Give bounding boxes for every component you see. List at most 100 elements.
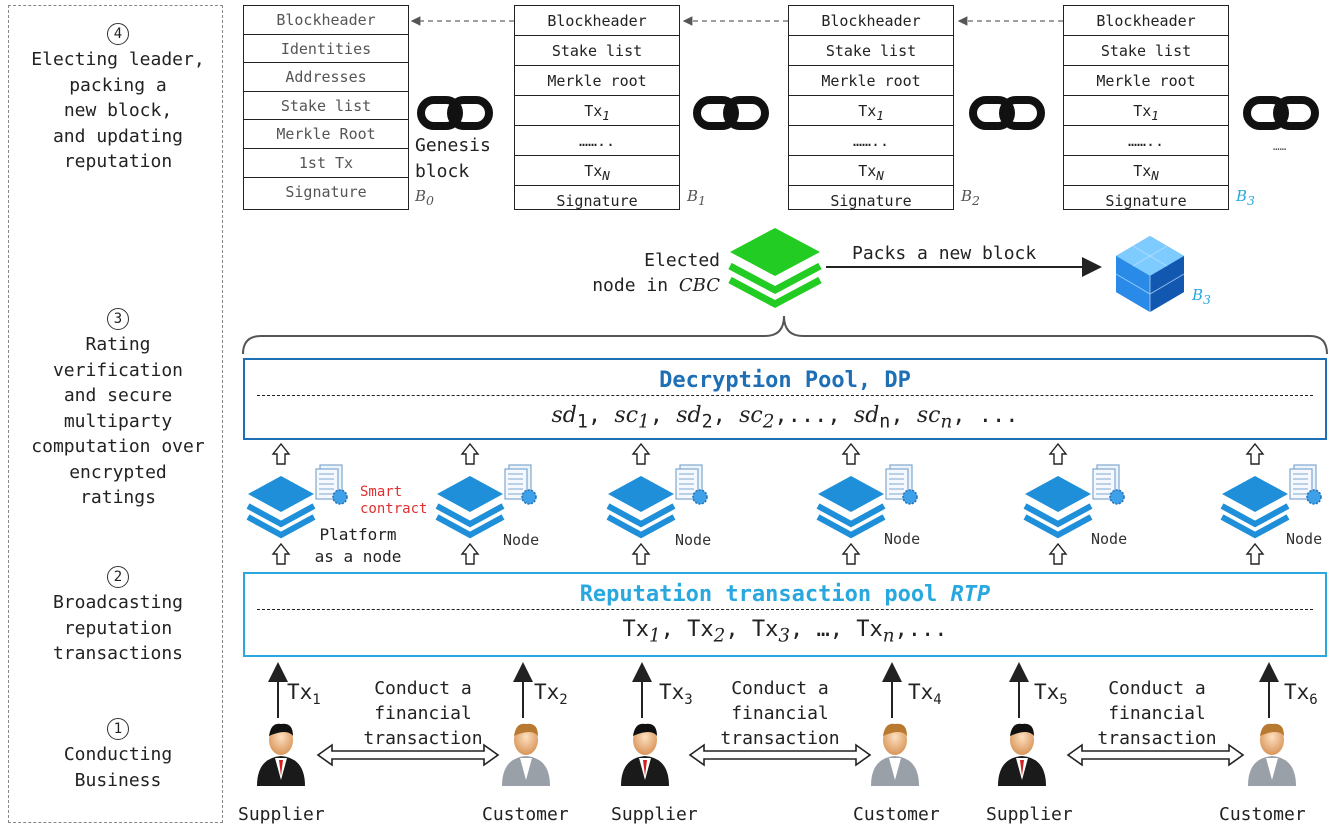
node-label: Node — [1286, 530, 1323, 548]
double-arrow-icon — [688, 743, 872, 767]
person-label: Supplier — [611, 804, 698, 825]
block-row: Signature — [285, 182, 367, 201]
block-row: Tx1 — [515, 96, 679, 126]
up-arrow-icon — [1245, 542, 1265, 565]
smart-contract-icon — [1092, 464, 1125, 505]
up-arrow-icon — [631, 442, 651, 465]
step-number: 3 — [107, 308, 129, 330]
block-row: …….. — [789, 126, 953, 156]
new-block-cube-icon — [1115, 236, 1185, 312]
person-label: Supplier — [986, 804, 1073, 825]
smart-contract-icon — [675, 464, 708, 505]
block-row: TxN — [1064, 156, 1228, 186]
block-row: Blockheader — [789, 6, 953, 36]
up-arrow-icon — [271, 442, 291, 465]
brace — [242, 315, 1328, 355]
customer-avatar-icon — [1248, 723, 1296, 786]
up-arrow-icon — [460, 542, 480, 565]
block-row: …….. — [1064, 126, 1228, 156]
node-stack-icon — [606, 476, 676, 539]
node-label: Node — [884, 530, 921, 548]
node-stack-icon — [435, 476, 505, 539]
block-row: Stake list — [244, 92, 408, 121]
person-label: Customer — [853, 804, 940, 825]
block-row: Identities — [244, 35, 408, 64]
decryption-pool: Decryption Pool, DP sd1, sc1, sd2, sc2,.… — [243, 358, 1327, 440]
block-row: Merkle root — [789, 66, 953, 96]
chain-link-icon — [693, 96, 769, 130]
block-row: Tx1 — [1064, 96, 1228, 126]
supplier-avatar-icon — [998, 723, 1046, 786]
tx-label: Tx5 — [1034, 680, 1068, 709]
block-label-b3: B3 — [1236, 187, 1255, 208]
dp-title: Decryption Pool, DP — [659, 368, 911, 393]
supplier-avatar-icon — [621, 723, 669, 786]
new-block-label: B3 — [1192, 286, 1211, 307]
up-arrow-icon — [841, 542, 861, 565]
genesis-caption: Genesis block — [415, 135, 491, 182]
block-row: TxN — [515, 156, 679, 186]
node-label: Node — [503, 531, 540, 549]
block-row: TxN — [789, 156, 953, 186]
double-arrow-icon — [316, 743, 500, 767]
tx-label: Tx4 — [908, 680, 942, 709]
person-label: Customer — [1219, 804, 1306, 825]
block-row: Addresses — [244, 63, 408, 92]
block-row: Blockheader — [244, 6, 408, 35]
block-row: Blockheader — [515, 6, 679, 36]
smart-contract-icon — [315, 464, 348, 505]
node-stack-icon — [816, 476, 886, 539]
block-row: Merkle root — [1064, 66, 1228, 96]
person-label: Supplier — [238, 804, 325, 825]
supplier-avatar-icon — [257, 723, 305, 786]
dp-content: sd1, sc1, sd2, sc2,..., sdn, scn, ... — [551, 403, 1019, 433]
chain-link-icon — [1243, 96, 1319, 130]
node-stack-icon — [246, 476, 316, 539]
block-row: Signature — [556, 192, 638, 210]
block-row: Blockheader — [1064, 6, 1228, 36]
node-stack-icon — [1220, 476, 1290, 539]
customer-avatar-icon — [502, 723, 550, 786]
elected-node-icon — [728, 228, 822, 308]
block-row: Stake list — [515, 36, 679, 66]
chain-link-icon — [417, 96, 493, 130]
smart-contract-icon — [885, 464, 918, 505]
person-label: Customer — [482, 804, 569, 825]
block-row: Stake list — [789, 36, 953, 66]
tx-label: Tx6 — [1284, 680, 1318, 709]
block-label-b1: B1 — [687, 187, 706, 208]
smart-contract-icon — [504, 464, 537, 505]
node-label: Node — [1091, 530, 1128, 548]
up-arrow-icon — [841, 442, 861, 465]
double-arrow-icon — [1066, 743, 1245, 767]
block-row: Stake list — [1064, 36, 1228, 66]
up-arrow-icon — [1245, 442, 1265, 465]
block-label-b2: B2 — [961, 187, 980, 208]
block-row: Signature — [1105, 192, 1187, 210]
block-row: …….. — [515, 126, 679, 156]
block-row: Merkle Root — [244, 120, 408, 149]
tx-label: Tx2 — [534, 680, 568, 709]
packs-new-block-label: Packs a new block — [852, 243, 1037, 264]
customer-avatar-icon — [871, 723, 919, 786]
elected-node-label: Elected node in CBC — [592, 250, 720, 296]
step-number: 1 — [107, 718, 129, 740]
tx-label: Tx3 — [659, 680, 693, 709]
step-number: 2 — [107, 566, 129, 588]
up-arrow-icon — [271, 542, 291, 565]
node-stack-icon — [1023, 476, 1093, 539]
up-arrow-icon — [631, 542, 651, 565]
